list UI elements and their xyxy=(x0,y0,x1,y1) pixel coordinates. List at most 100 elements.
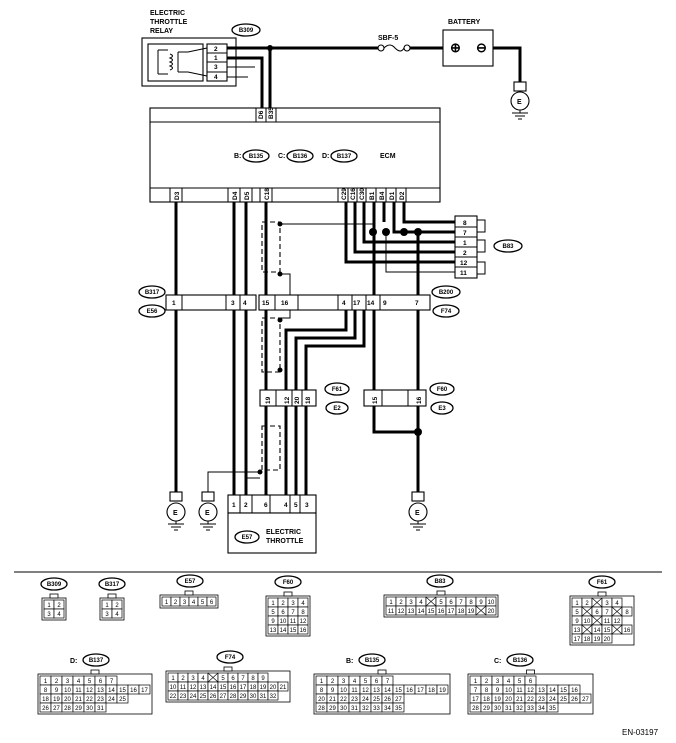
j2-pin: 17 xyxy=(353,300,361,307)
face-pin: 20 xyxy=(488,609,495,615)
face-cell xyxy=(297,624,309,635)
svg-text:E: E xyxy=(415,510,420,517)
relay-title-line3: RELAY xyxy=(150,28,173,35)
relay-title-line1: ELECTRIC xyxy=(150,10,185,17)
ecm-bottom-pin: D3 xyxy=(174,191,181,200)
face-pin: 13 xyxy=(538,688,545,694)
face-label: B135 xyxy=(365,658,380,664)
face-badge xyxy=(506,653,534,667)
ecm-d-label: D: xyxy=(322,153,329,160)
j3-pin: 12 xyxy=(284,396,291,404)
face-latch xyxy=(49,593,59,599)
face-pin: 35 xyxy=(549,706,556,712)
face-badge xyxy=(358,653,386,667)
face-pin: 19 xyxy=(468,609,475,615)
face-pin: 30 xyxy=(340,706,347,712)
face-pin: 3 xyxy=(105,612,109,618)
joint-f61-e2: 19 12 20 18 F61 E2 xyxy=(259,382,350,415)
face-pin: 1 xyxy=(474,679,478,685)
face-pin: 32 xyxy=(270,694,277,700)
face-pin: 26 xyxy=(571,697,578,703)
face-pin: 15 xyxy=(560,688,567,694)
fuse-label: SBF-5 xyxy=(378,35,398,42)
face-cell xyxy=(267,690,279,701)
ecm-bottom-pin: D4 xyxy=(232,191,239,200)
face-pin: 19 xyxy=(439,688,446,694)
face-pin: 17 xyxy=(574,637,581,643)
face-pin: 4 xyxy=(301,601,305,607)
battery-minus: ⊖ xyxy=(476,40,487,55)
face-pin: 4 xyxy=(353,679,357,685)
relay-title-line2: THROTTLE xyxy=(150,19,188,26)
j2-pin: 16 xyxy=(281,300,289,307)
face-pin: 18 xyxy=(42,697,49,703)
face-pin: 34 xyxy=(384,706,391,712)
face-pin: 7 xyxy=(605,610,609,616)
face-pin: 9 xyxy=(271,619,275,625)
face-pin: 22 xyxy=(527,697,534,703)
face-badge xyxy=(40,577,68,591)
relay-pin: 3 xyxy=(214,64,218,71)
face-label: B83 xyxy=(434,579,446,585)
face-pin: 34 xyxy=(538,706,545,712)
face-pin: 6 xyxy=(281,610,285,616)
relay-connector-badge xyxy=(231,23,261,37)
face-pin: 3 xyxy=(605,601,609,607)
face-label: F60 xyxy=(283,580,294,586)
face-pin: 10 xyxy=(170,685,177,691)
face-pin: 6 xyxy=(375,679,379,685)
face-pin: 8 xyxy=(625,610,629,616)
j3-pin: 20 xyxy=(294,396,301,404)
face-pin: 29 xyxy=(329,706,336,712)
face-pin: 31 xyxy=(260,694,267,700)
face-latch xyxy=(377,669,387,675)
face-cell xyxy=(485,605,497,616)
face-pin: 18 xyxy=(250,685,257,691)
face-pin: 2 xyxy=(331,679,335,685)
face-pin: 9 xyxy=(261,676,265,682)
face-latch xyxy=(597,591,607,597)
face-pin: 11 xyxy=(351,688,358,694)
face-pin: 29 xyxy=(240,694,247,700)
face-pin: 24 xyxy=(362,697,369,703)
throttle-label-line2: THROTTLE xyxy=(266,538,304,545)
face-pin: 5 xyxy=(271,610,275,616)
electric-throttle: 1 2 6 4 5 3 E57 ELECTRIC THROTTLE xyxy=(227,494,317,554)
face-pin: 6 xyxy=(231,676,235,682)
face-pin: 1 xyxy=(389,600,393,606)
ground-middle: E xyxy=(198,491,218,531)
b83-label: B83 xyxy=(502,244,514,250)
ecm-bottom-pin: C18 xyxy=(264,188,271,200)
face-pin: 16 xyxy=(230,685,237,691)
face-pin: 12 xyxy=(527,688,534,694)
face-badge xyxy=(588,575,616,589)
face-pin: 1 xyxy=(271,601,275,607)
j3-pin: 18 xyxy=(305,396,312,404)
ecm-c-connector: B136 xyxy=(293,154,308,160)
face-cell xyxy=(206,596,217,607)
face-pin: 18 xyxy=(584,637,591,643)
face-cross xyxy=(611,624,623,635)
face-pin: 14 xyxy=(594,628,601,634)
face-pin: 2 xyxy=(399,600,403,606)
face-pin: 13 xyxy=(200,685,207,691)
face-pin: 6 xyxy=(529,679,533,685)
face-pin: 1 xyxy=(105,603,109,609)
face-pin: 8 xyxy=(320,688,324,694)
face-pin: 9 xyxy=(496,688,500,694)
face-cross xyxy=(207,672,219,683)
face-badge xyxy=(176,574,204,588)
j3-pin: 19 xyxy=(265,396,272,404)
face-pin: 10 xyxy=(280,619,287,625)
face-pin: 26 xyxy=(384,697,391,703)
face-pin: 24 xyxy=(108,697,115,703)
relay-pin: 4 xyxy=(214,74,218,81)
ecm-bottom-pin: D1 xyxy=(389,191,396,200)
face-pin: 11 xyxy=(388,609,395,615)
face-latch xyxy=(90,669,100,675)
face-pin: 3 xyxy=(47,612,51,618)
